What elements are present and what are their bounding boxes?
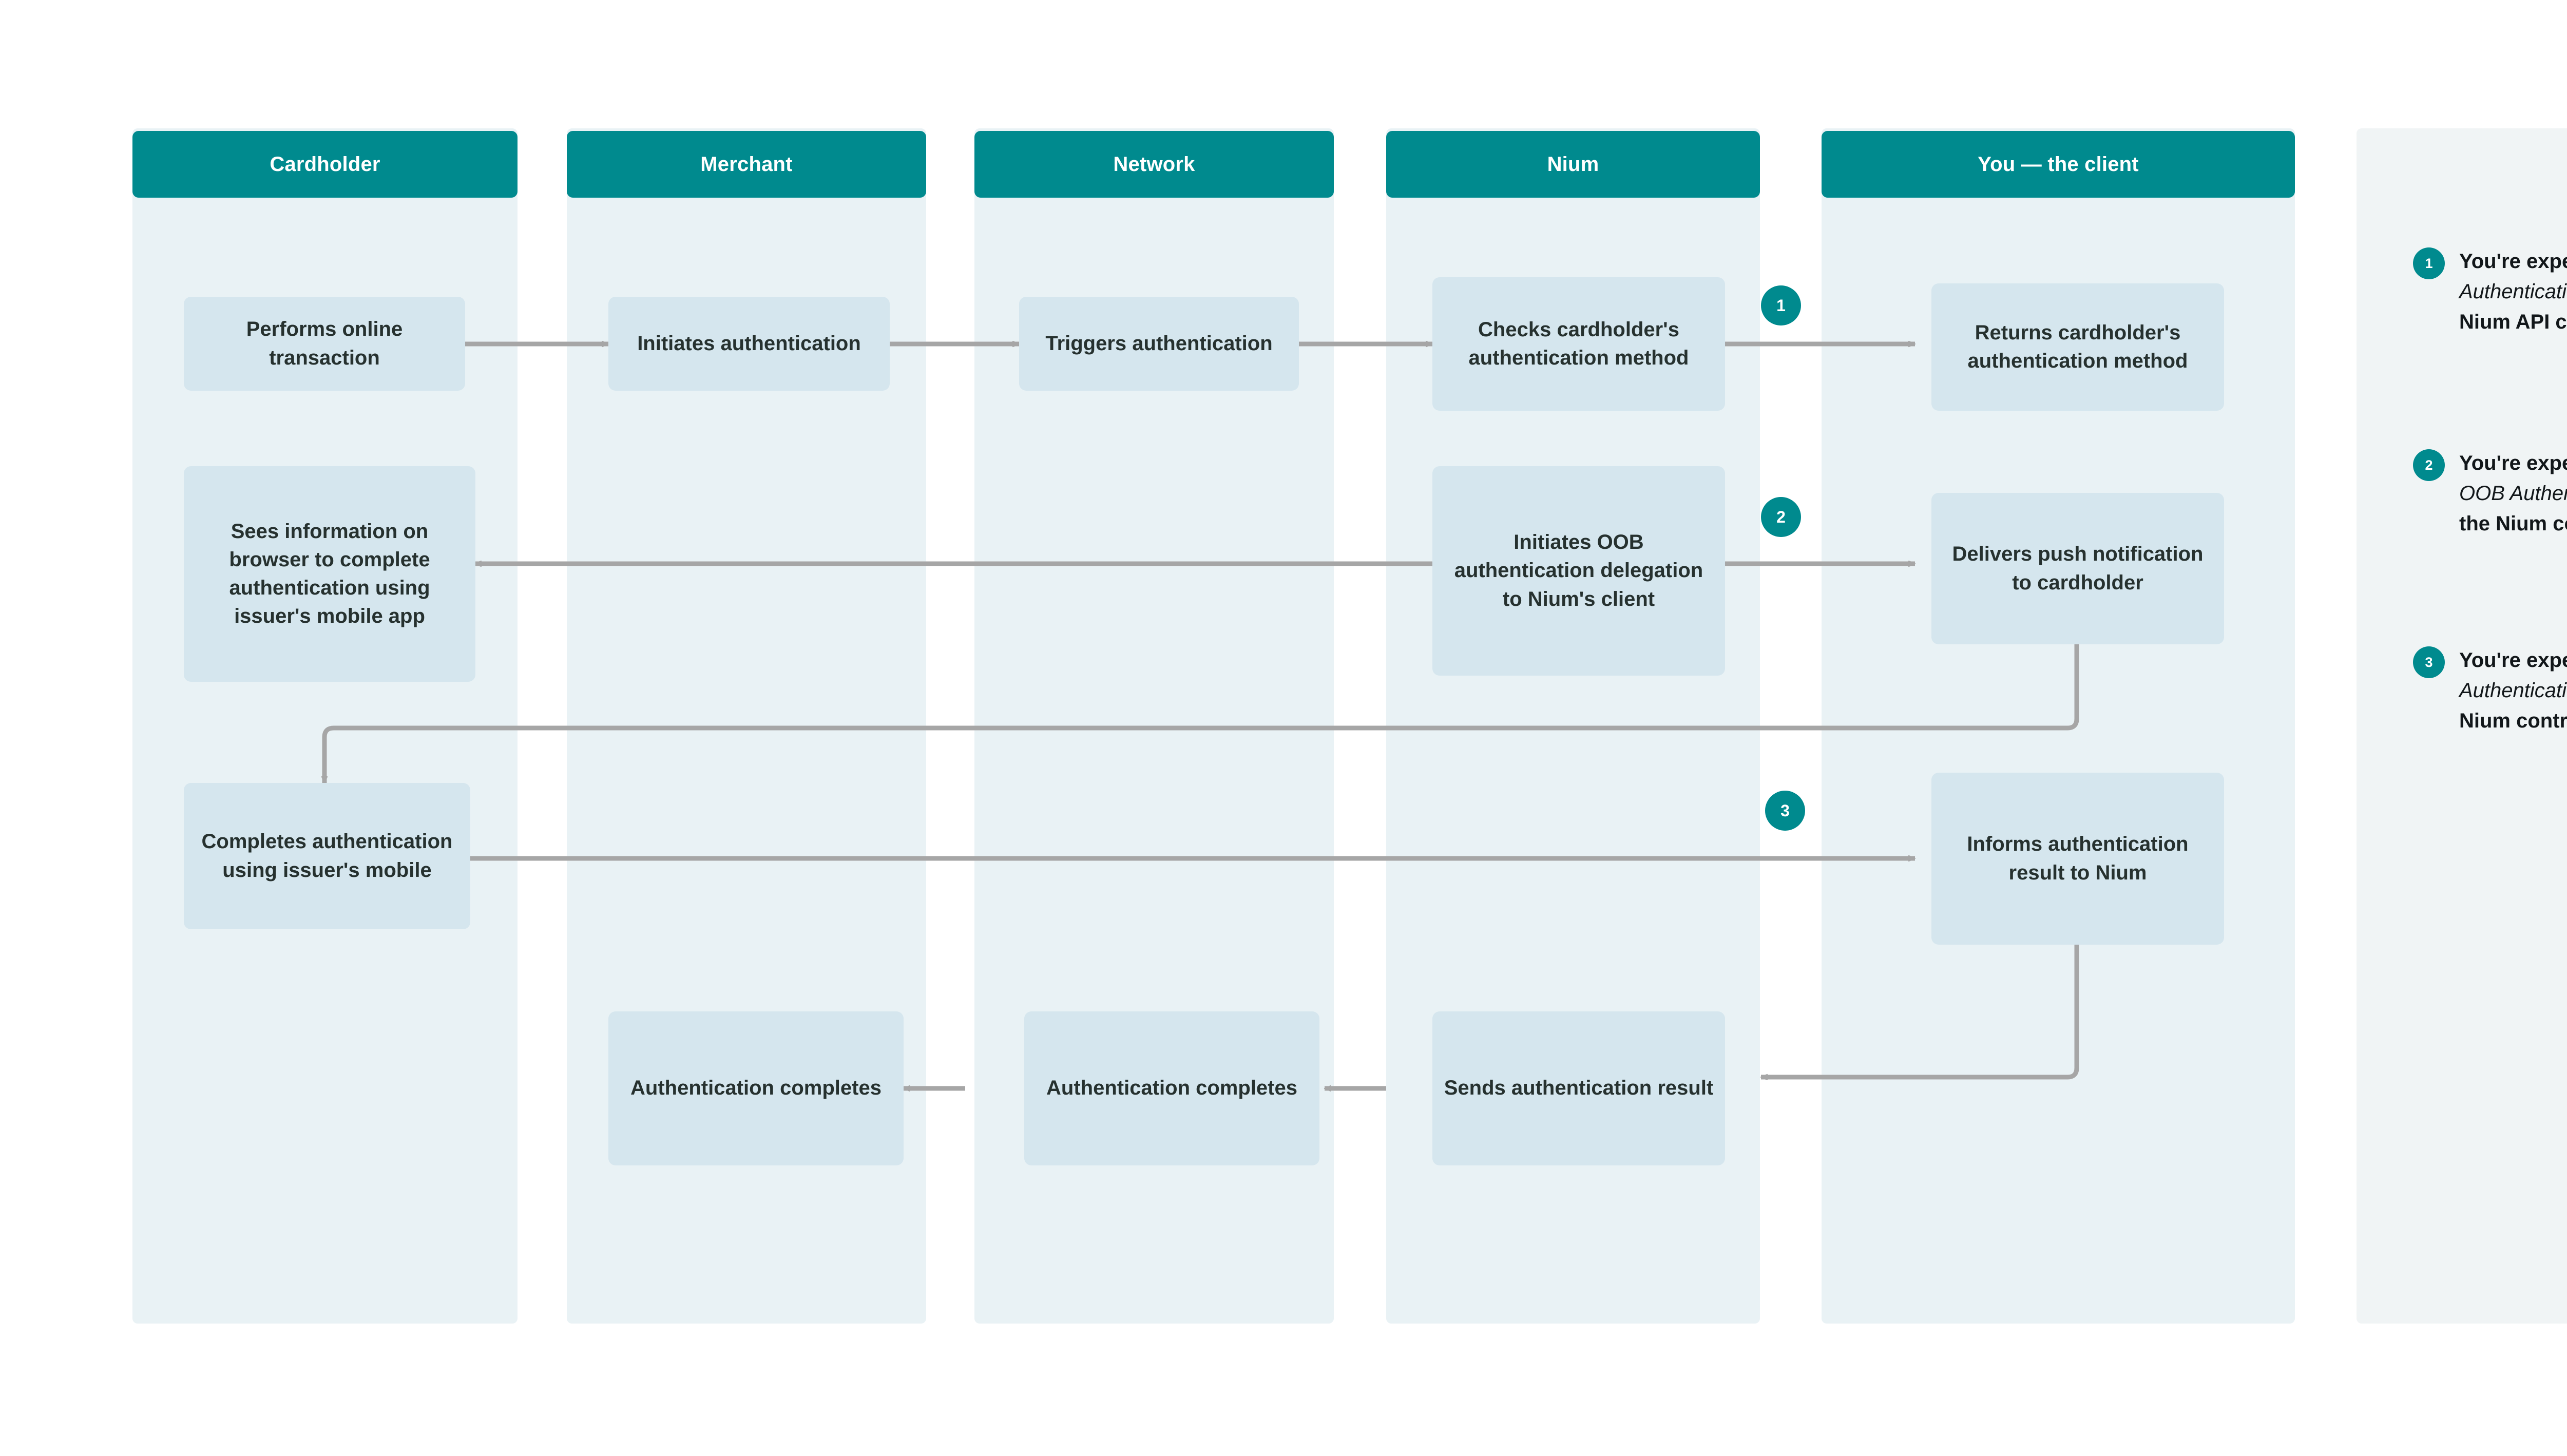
- node-label: Delivers push notification to cardholder: [1952, 543, 2204, 594]
- node-performs-online-transaction[interactable]: Performs online transaction: [184, 297, 465, 391]
- lane-header-nium[interactable]: Nium: [1386, 131, 1760, 198]
- lane-header-cardholder[interactable]: Cardholder: [132, 131, 518, 198]
- lane-header-label: Cardholder: [270, 152, 380, 176]
- node-checks-cardholder-auth-method[interactable]: Checks cardholder's authentication metho…: [1432, 277, 1725, 411]
- legend-badge-number: 2: [2425, 457, 2433, 473]
- node-label: Completes authentication using issuer's …: [201, 830, 453, 882]
- legend-badge-number: 3: [2425, 654, 2433, 670]
- node-informs-authentication-result[interactable]: Informs authentication result to Nium: [1931, 773, 2224, 945]
- step-badge-number: 3: [1780, 801, 1790, 820]
- node-label: Initiates authentication: [637, 332, 861, 355]
- legend-text-3: You're expected to implement the OOB Aut…: [2459, 645, 2567, 737]
- node-completes-authentication[interactable]: Completes authentication using issuer's …: [184, 783, 470, 929]
- step-badge-number: 2: [1776, 507, 1786, 526]
- node-delivers-push-notification[interactable]: Delivers push notification to cardholder: [1931, 493, 2224, 644]
- node-initiates-authentication[interactable]: Initiates authentication: [608, 297, 890, 391]
- legend-badge-1: 1: [2413, 247, 2445, 279]
- node-authentication-completes-network[interactable]: Authentication completes: [1024, 1011, 1319, 1165]
- legend-api-name: Check Authentication Method V2: [2459, 280, 2567, 303]
- node-label: Performs online transaction: [246, 318, 403, 369]
- node-label: Sends authentication result: [1444, 1077, 1714, 1100]
- lane-header-label: Network: [1113, 152, 1195, 176]
- legend-item-3[interactable]: 3 You're expected to implement the OOB A…: [2413, 645, 2567, 737]
- node-label: Checks cardholder's authentication metho…: [1468, 318, 1689, 369]
- lane-header-client[interactable]: You — the client: [1822, 131, 2295, 198]
- legend-badge-number: 1: [2425, 255, 2433, 271]
- legend-badge-2: 2: [2413, 449, 2445, 481]
- legend-api-name: Initiate OOB Authentication API V2: [2459, 482, 2567, 505]
- node-returns-cardholder-auth-method[interactable]: Returns cardholder's authentication meth…: [1931, 283, 2224, 411]
- lane-header-label: Merchant: [700, 152, 793, 176]
- legend-text-1: You're expected to implement the Check A…: [2459, 246, 2567, 338]
- node-triggers-authentication[interactable]: Triggers authentication: [1019, 297, 1299, 391]
- node-label: Authentication completes: [1046, 1077, 1297, 1100]
- lane-header-merchant[interactable]: Merchant: [567, 131, 926, 198]
- legend-tail: API following the Nium contract: [2459, 710, 2567, 733]
- step-badge-3[interactable]: 3: [1765, 791, 1805, 831]
- legend-tail: API following the Nium API contract: [2459, 311, 2567, 334]
- legend-lead: You're expected to implement the: [2459, 452, 2567, 474]
- legend-panel: [2357, 128, 2567, 1324]
- legend-item-1[interactable]: 1 You're expected to implement the Check…: [2413, 246, 2567, 338]
- legend-lead: You're expected to implement the: [2459, 649, 2567, 672]
- node-authentication-completes-merchant[interactable]: Authentication completes: [608, 1011, 904, 1165]
- legend-api-name: OOB Authentication Callback: [2459, 679, 2567, 702]
- node-sees-information-on-browser[interactable]: Sees information on browser to complete …: [184, 466, 475, 682]
- node-label: Authentication completes: [630, 1077, 882, 1100]
- node-initiates-oob-delegation[interactable]: Initiates OOB authentication delegation …: [1432, 466, 1725, 676]
- legend-tail: API following the Nium contract: [2459, 512, 2567, 535]
- node-sends-authentication-result[interactable]: Sends authentication result: [1432, 1011, 1725, 1165]
- lane-header-label: You — the client: [1978, 152, 2139, 176]
- node-label: Initiates OOB authentication delegation …: [1454, 531, 1703, 610]
- node-label: Returns cardholder's authentication meth…: [1967, 321, 2188, 372]
- legend-badge-3: 3: [2413, 646, 2445, 678]
- legend-text-2: You're expected to implement the Initiat…: [2459, 448, 2567, 540]
- node-label: Informs authentication result to Nium: [1967, 833, 2189, 884]
- node-label: Sees information on browser to complete …: [229, 520, 430, 628]
- legend-lead: You're expected to implement the: [2459, 250, 2567, 273]
- step-badge-2[interactable]: 2: [1761, 497, 1801, 537]
- legend-item-2[interactable]: 2 You're expected to implement the Initi…: [2413, 448, 2567, 540]
- step-badge-number: 1: [1776, 296, 1786, 315]
- step-badge-1[interactable]: 1: [1761, 285, 1801, 325]
- node-label: Triggers authentication: [1045, 332, 1273, 355]
- lane-header-label: Nium: [1547, 152, 1599, 176]
- lane-header-network[interactable]: Network: [974, 131, 1334, 198]
